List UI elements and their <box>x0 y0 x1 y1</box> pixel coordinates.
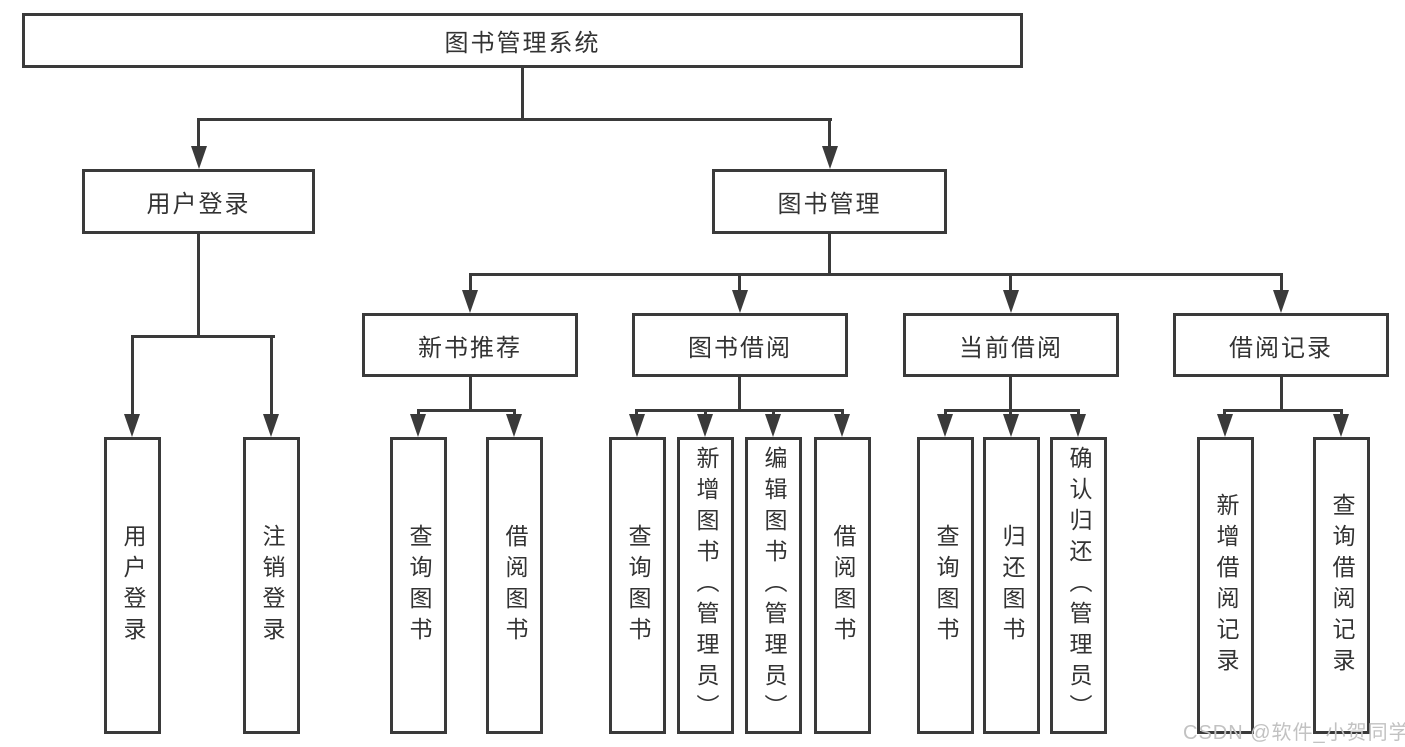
connector-line <box>1280 377 1283 412</box>
connector-line <box>738 273 741 293</box>
arrowhead-icon <box>462 290 478 313</box>
connector-line <box>469 377 472 412</box>
leaf-add-borrow-record: 新增借阅记录 <box>1197 437 1254 734</box>
connector-line <box>944 409 1080 412</box>
connector-line <box>704 409 707 417</box>
connector-line <box>635 409 844 412</box>
arrowhead-icon <box>1003 290 1019 313</box>
leaf-borrow-books: 借阅图书 <box>814 437 871 734</box>
arrowhead-icon <box>834 414 850 437</box>
connector-line <box>1009 377 1012 412</box>
arrowhead-icon <box>263 414 279 437</box>
node-new-book-recommend: 新书推荐 <box>362 313 578 377</box>
connector-line <box>841 409 844 417</box>
arrowhead-icon <box>1003 414 1019 437</box>
arrowhead-icon <box>765 414 781 437</box>
connector-line <box>131 335 134 417</box>
arrowhead-icon <box>410 414 426 437</box>
leaf-query-books-current: 查询图书 <box>917 437 974 734</box>
connector-line <box>828 234 831 276</box>
leaf-edit-books-admin: 编辑图书（管理员） <box>745 437 802 734</box>
connector-line <box>469 273 472 293</box>
connector-line <box>635 409 638 417</box>
node-root-library-system: 图书管理系统 <box>22 13 1023 68</box>
connector-line <box>197 234 200 338</box>
arrowhead-icon <box>697 414 713 437</box>
connector-line <box>417 409 516 412</box>
connector-line <box>1223 409 1343 412</box>
arrowhead-icon <box>732 290 748 313</box>
node-current-borrowing: 当前借阅 <box>903 313 1119 377</box>
arrowhead-icon <box>629 414 645 437</box>
leaf-query-borrow-record: 查询借阅记录 <box>1313 437 1370 734</box>
connector-line <box>1223 409 1226 417</box>
connector-line <box>944 409 947 417</box>
arrowhead-icon <box>822 146 838 169</box>
arrowhead-icon <box>1333 414 1349 437</box>
connector-line <box>1009 409 1012 417</box>
arrowhead-icon <box>937 414 953 437</box>
leaf-return-books: 归还图书 <box>983 437 1040 734</box>
watermark: CSDN @软件_小贺同学 <box>1183 722 1405 744</box>
connector-line <box>131 335 275 338</box>
leaf-confirm-return-admin: 确认归还（管理员） <box>1050 437 1107 734</box>
connector-line <box>417 409 420 417</box>
arrowhead-icon <box>124 414 140 437</box>
arrowhead-icon <box>1217 414 1233 437</box>
node-book-management: 图书管理 <box>712 169 947 234</box>
connector-line <box>197 118 200 148</box>
node-user-login: 用户登录 <box>82 169 315 234</box>
connector-line <box>738 377 741 412</box>
arrowhead-icon <box>1070 414 1086 437</box>
connector-line <box>197 118 832 121</box>
connector-line <box>513 409 516 417</box>
connector-line <box>828 118 831 148</box>
connector-line <box>1009 273 1012 293</box>
connector-line <box>521 68 524 121</box>
connector-line <box>1340 409 1343 417</box>
arrowhead-icon <box>191 146 207 169</box>
connector-line <box>469 273 1283 276</box>
leaf-user-login: 用户登录 <box>104 437 161 734</box>
leaf-add-books-admin: 新增图书（管理员） <box>677 437 734 734</box>
connector-line <box>1077 409 1080 417</box>
arrowhead-icon <box>1273 290 1289 313</box>
connector-line <box>270 335 273 417</box>
leaf-borrow-books-recommend: 借阅图书 <box>486 437 543 734</box>
leaf-query-books-borrowing: 查询图书 <box>609 437 666 734</box>
node-borrow-records: 借阅记录 <box>1173 313 1389 377</box>
connector-line <box>1280 273 1283 293</box>
leaf-logout-login: 注销登录 <box>243 437 300 734</box>
node-book-borrowing: 图书借阅 <box>632 313 848 377</box>
connector-line <box>772 409 775 417</box>
arrowhead-icon <box>506 414 522 437</box>
leaf-query-books-recommend: 查询图书 <box>390 437 447 734</box>
